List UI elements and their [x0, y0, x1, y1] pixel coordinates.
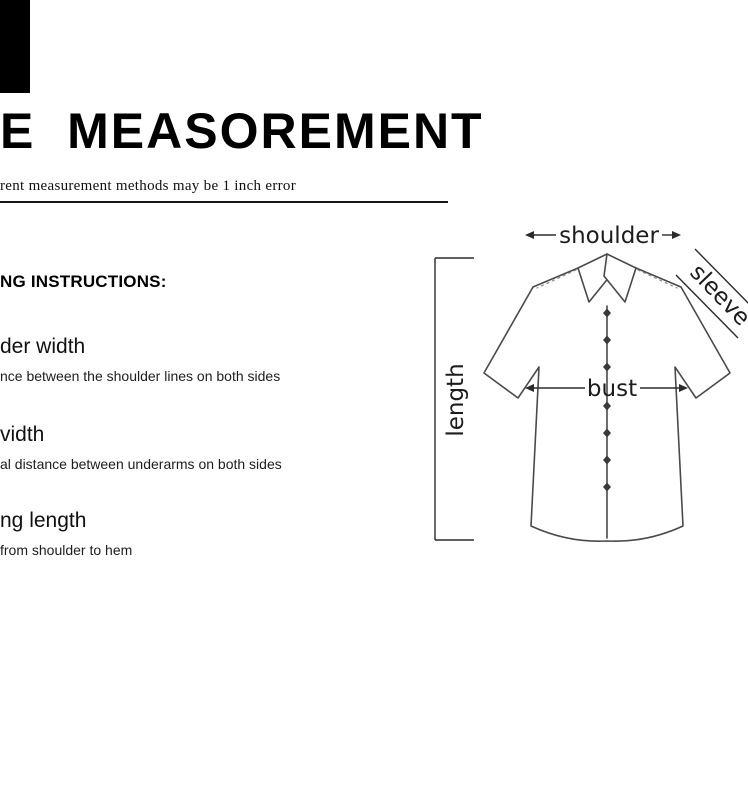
length-label: length — [443, 363, 469, 436]
arrow-right-icon — [672, 231, 681, 239]
corner-black-bar — [0, 0, 30, 93]
button-icon — [603, 401, 611, 411]
shirt-measurement-diagram: shoulder length bust sleeve — [434, 223, 748, 543]
button-icon — [603, 428, 611, 438]
instruction-title: der width — [0, 335, 86, 358]
sleeve-measure-line-upper — [694, 248, 748, 304]
instruction-description: al distance between underarms on both si… — [0, 456, 282, 473]
page-subtitle: rent measurement methods may be 1 inch e… — [0, 178, 297, 194]
page-title: E MEASOREMENT — [0, 103, 484, 159]
bust-label: bust — [587, 376, 637, 402]
shoulder-label: shoulder — [559, 223, 659, 249]
instruction-item-shoulder-width: der width nce between the shoulder lines… — [0, 334, 280, 384]
button-icon — [603, 335, 611, 345]
instruction-description: nce between the shoulder lines on both s… — [0, 368, 281, 385]
arrow-left-icon — [525, 384, 534, 392]
shoulder-seam-left-stitching — [536, 269, 577, 289]
instruction-item-bust-width: vidth al distance between underarms on b… — [0, 422, 282, 472]
instruction-title: vidth — [0, 423, 45, 446]
measurement-annotations — [434, 234, 748, 541]
measurement-arrowheads — [525, 231, 688, 392]
button-icon — [603, 308, 611, 318]
instructions-heading: NG INSTRUCTIONS: — [0, 272, 167, 291]
button-icon — [603, 455, 611, 465]
instruction-title: ng length — [0, 509, 87, 532]
arrow-left-icon — [525, 231, 534, 239]
arrow-right-icon — [679, 384, 688, 392]
instruction-item-clothing-length: ng length from shoulder to hem — [0, 508, 132, 558]
header-divider — [0, 201, 448, 203]
shoulder-seam-right-stitching — [637, 269, 678, 289]
button-row — [603, 308, 611, 492]
button-icon — [603, 362, 611, 372]
collar-right-flap — [603, 253, 637, 303]
sleeve-measure-line-lower — [675, 274, 739, 339]
button-icon — [603, 482, 611, 492]
shirt-illustration — [483, 253, 731, 543]
instruction-description: from shoulder to hem — [0, 542, 133, 559]
